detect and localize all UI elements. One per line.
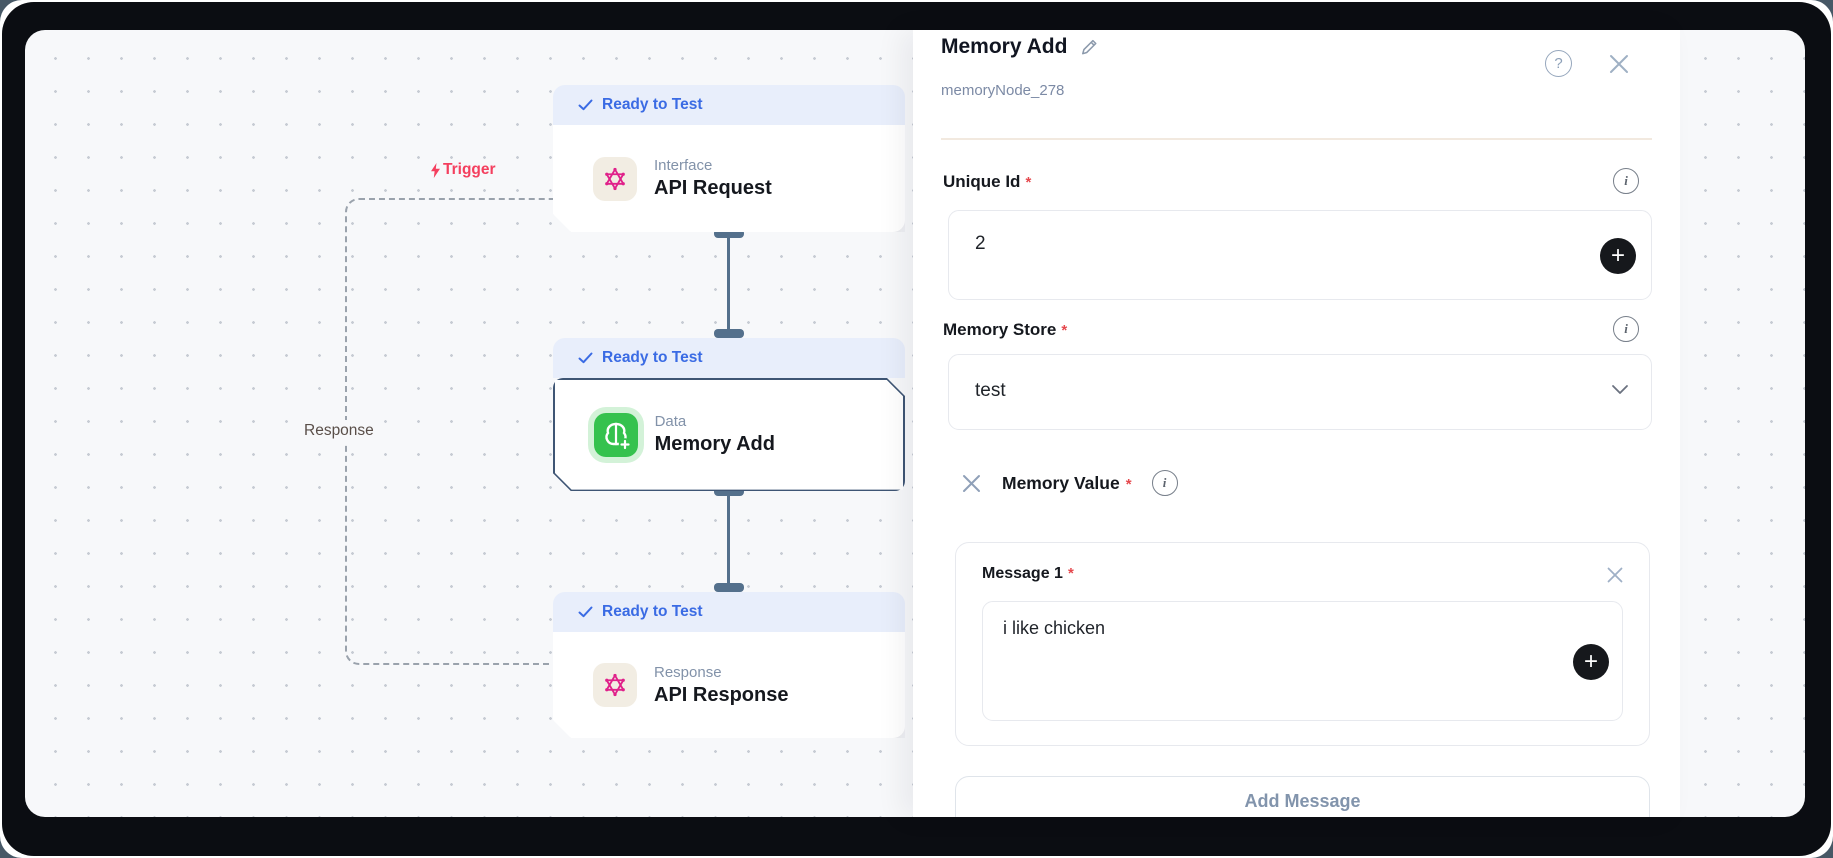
node-title: API Response (654, 683, 789, 706)
node-category: Interface (654, 157, 713, 174)
node-status-badge: Ready to Test (553, 338, 905, 378)
info-icon[interactable]: i (1151, 470, 1178, 496)
remove-message-icon[interactable] (1605, 565, 1625, 585)
message-label: Message 1 * (982, 565, 1074, 582)
check-icon (578, 606, 593, 618)
edge-handle-target[interactable] (714, 583, 744, 592)
edge-handle-source[interactable] (714, 487, 744, 496)
memory-store-value: test (975, 380, 1006, 401)
memory-value-label: Memory Value * (1002, 472, 1132, 493)
required-marker: * (1125, 475, 1132, 493)
panel-title: Memory Add (941, 35, 1068, 58)
node-body[interactable]: Data Memory Add (555, 380, 904, 490)
header-divider (941, 138, 1652, 140)
node-body[interactable]: Response API Response (553, 632, 905, 738)
required-marker: * (1067, 565, 1074, 582)
message-value[interactable]: i like chicken (1003, 618, 1106, 638)
edge-apirequest-memoryadd (727, 232, 730, 338)
node-status-badge: Ready to Test (553, 85, 905, 125)
message-card: Message 1 * i like chicken + (955, 542, 1650, 746)
memory-value-header: Memory Value * i (961, 470, 1178, 496)
chevron-down-icon (1611, 384, 1629, 395)
node-status-text: Ready to Test (602, 96, 703, 113)
node-category: Data (654, 413, 687, 431)
node-id-text: memoryNode_278 (941, 82, 1065, 99)
add-message-button[interactable]: Add Message (955, 776, 1650, 817)
node-title: Memory Add (654, 433, 775, 456)
insert-variable-button[interactable]: + (1573, 644, 1609, 680)
check-icon (578, 352, 593, 364)
info-icon[interactable]: i (1613, 316, 1639, 342)
trigger-edge-label: Trigger (430, 161, 496, 179)
trigger-edge-label-text: Trigger (443, 161, 496, 178)
memory-store-label: Memory Store * (943, 320, 1068, 339)
collapse-x-icon[interactable] (961, 473, 982, 494)
hexagram-icon (593, 157, 637, 201)
hexagram-icon (593, 663, 637, 707)
lightning-bolt-icon (430, 162, 441, 178)
node-title: API Request (654, 177, 772, 199)
required-marker: * (1061, 322, 1068, 339)
edge-handle-target[interactable] (714, 329, 744, 338)
memory-store-select[interactable]: test (948, 354, 1652, 430)
node-api-response[interactable]: Ready to Test Response API Response (553, 592, 905, 738)
node-status-badge: Ready to Test (553, 592, 905, 632)
node-status-text: Ready to Test (602, 603, 703, 620)
node-selected-border: Data Memory Add (553, 378, 905, 491)
node-category: Response (654, 663, 722, 681)
panel-title-row: Memory Add (941, 35, 1099, 59)
node-body[interactable]: Interface API Request (553, 125, 905, 232)
node-status-text: Ready to Test (602, 349, 703, 366)
node-properties-panel: Memory Add ? memoryNode_278 Unique Id * … (913, 30, 1680, 817)
help-icon[interactable]: ? (1545, 50, 1572, 77)
info-icon[interactable]: i (1613, 168, 1639, 194)
close-panel-icon[interactable] (1607, 52, 1631, 76)
response-edge-label: Response (297, 420, 381, 442)
edit-pencil-icon[interactable] (1078, 37, 1099, 58)
unique-id-input[interactable]: 2 + (948, 210, 1652, 300)
unique-id-value[interactable]: 2 (975, 233, 986, 254)
edge-handle-source[interactable] (714, 229, 744, 238)
required-marker: * (1025, 174, 1032, 191)
brain-plus-icon (594, 413, 638, 457)
node-api-request[interactable]: Ready to Test Interface API Request (553, 85, 905, 232)
insert-variable-button[interactable]: + (1600, 238, 1636, 274)
unique-id-label: Unique Id * (943, 172, 1032, 191)
edge-memoryadd-apiresponse (727, 490, 730, 592)
message-textarea[interactable]: i like chicken + (982, 601, 1623, 721)
check-icon (578, 99, 593, 111)
node-memory-add[interactable]: Ready to Test Data (553, 338, 905, 491)
